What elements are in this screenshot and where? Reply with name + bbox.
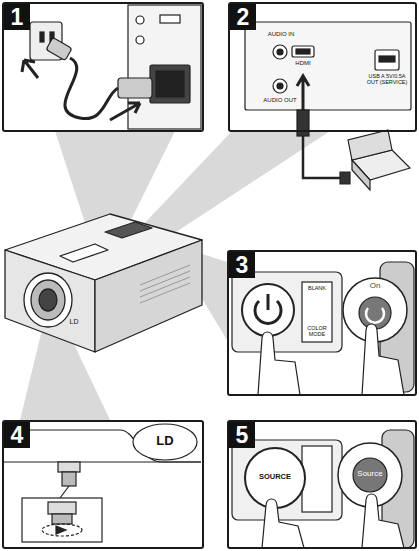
step-number: 2 bbox=[230, 4, 256, 30]
step-number: 4 bbox=[4, 422, 30, 448]
step-panel: 1 bbox=[2, 2, 204, 132]
power-connection bbox=[22, 5, 201, 129]
part-label: AUDIO IN bbox=[262, 31, 300, 37]
step-panel: 5 bbox=[227, 420, 417, 549]
part-label: COLOR MODE bbox=[302, 326, 332, 338]
part-label: HDMI bbox=[290, 60, 316, 66]
part-label: AUDIO OUT bbox=[258, 97, 302, 103]
part-label: USB A 5V/0.5A OUT (SERVICE) bbox=[364, 74, 410, 86]
part-label: Source bbox=[347, 470, 393, 478]
step-number: 3 bbox=[229, 252, 255, 278]
step-panel: 2 bbox=[228, 2, 417, 132]
part-label: BLANK bbox=[302, 286, 332, 292]
step-panel: 3 bbox=[227, 250, 417, 396]
step-panel: 4 bbox=[2, 420, 204, 549]
step-number: 1 bbox=[4, 4, 30, 30]
input-ports bbox=[245, 22, 411, 190]
part-label: SOURCE bbox=[252, 473, 298, 481]
source-select bbox=[232, 430, 414, 548]
adjuster-foot bbox=[4, 424, 201, 542]
part-label: LD bbox=[148, 434, 182, 448]
part-label: On bbox=[361, 282, 389, 290]
power-on bbox=[232, 262, 414, 395]
part-label: LD bbox=[64, 318, 84, 325]
projector bbox=[5, 214, 202, 352]
step-number: 5 bbox=[229, 422, 255, 448]
